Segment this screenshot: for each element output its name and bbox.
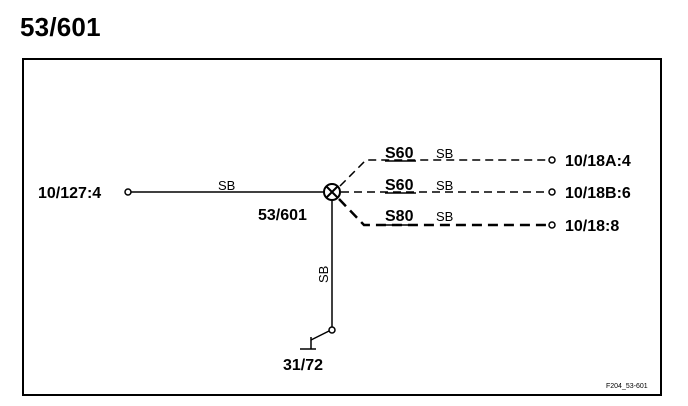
branch-wire-color-2: SB [436,178,453,193]
branch-terminal-2 [548,188,556,196]
branch-wire-1 [339,159,549,187]
left-wire-color: SB [218,178,235,193]
branch-connector-2: 10/18B:6 [565,185,631,202]
ground-terminal [328,326,336,334]
ground-label: 31/72 [283,357,323,374]
branch-size-2: S60 [385,177,414,194]
left-connector-terminal [124,188,132,196]
branch-wire-3 [338,198,549,227]
branch-terminal-1 [548,156,556,164]
left-connector-label: 10/127:4 [38,185,101,202]
branch-connector-1: 10/18A:4 [565,153,631,170]
branch-wire-color-3: SB [436,209,453,224]
splice-icon [323,183,341,201]
ground-icon [300,330,330,350]
branch-connector-3: 10/18:8 [565,218,619,235]
branch-size-3: S80 [385,208,414,225]
page-title: 53/601 [20,12,101,42]
diagram-frame [22,58,662,396]
branch-terminal-3 [548,221,556,229]
branch-size-1: S60 [385,145,414,162]
branch-wire-color-1: SB [436,146,453,161]
ground-wire-color: SB [316,266,331,283]
splice-label: 53/601 [258,207,307,224]
figure-reference: F204_53-601 [606,383,648,390]
